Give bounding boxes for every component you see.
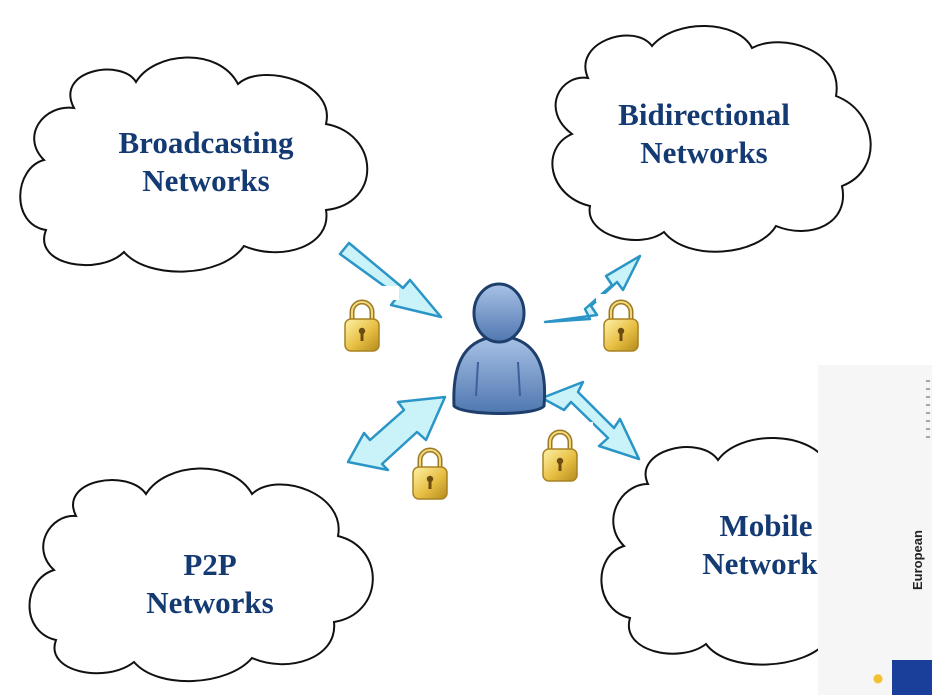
cloud-label-line: P2P [183, 547, 237, 582]
padlock-icon [343, 286, 399, 351]
padlock-icon [413, 450, 447, 499]
padlock-icon [596, 294, 638, 351]
cloud-label-line: Bidirectional [618, 97, 790, 132]
cloud-bidirectional [551, 25, 872, 253]
cloud-label-p2p: P2P Networks [110, 546, 310, 622]
european-text: European [910, 530, 925, 590]
arrow-p2p-user [346, 395, 447, 472]
cloud-label-line: Networks [640, 135, 768, 170]
eu-flag-icon [892, 660, 932, 695]
arrow-mobile-user [540, 380, 641, 461]
padlock-icon [535, 422, 593, 481]
cloud-label-line: Mobile [719, 508, 813, 543]
logo-icon [868, 668, 888, 695]
cloud-broadcasting [19, 56, 369, 273]
cloud-label-line: Networks [146, 585, 274, 620]
cloud-label-bidirectional: Bidirectional Networks [594, 96, 814, 172]
cloud-label-line: Networks [142, 163, 270, 198]
cloud-p2p [28, 467, 374, 682]
cloud-label-line: Networks [702, 546, 830, 581]
cropped-side-graphic [818, 365, 932, 695]
side-decoration [926, 380, 930, 440]
user-icon [452, 282, 547, 415]
cloud-label-line: Broadcasting [118, 125, 294, 160]
arrow-bidirectional-user [543, 254, 642, 324]
cloud-label-mobile: Mobile Networks [666, 507, 866, 583]
cloud-label-broadcasting: Broadcasting Networks [96, 124, 316, 200]
